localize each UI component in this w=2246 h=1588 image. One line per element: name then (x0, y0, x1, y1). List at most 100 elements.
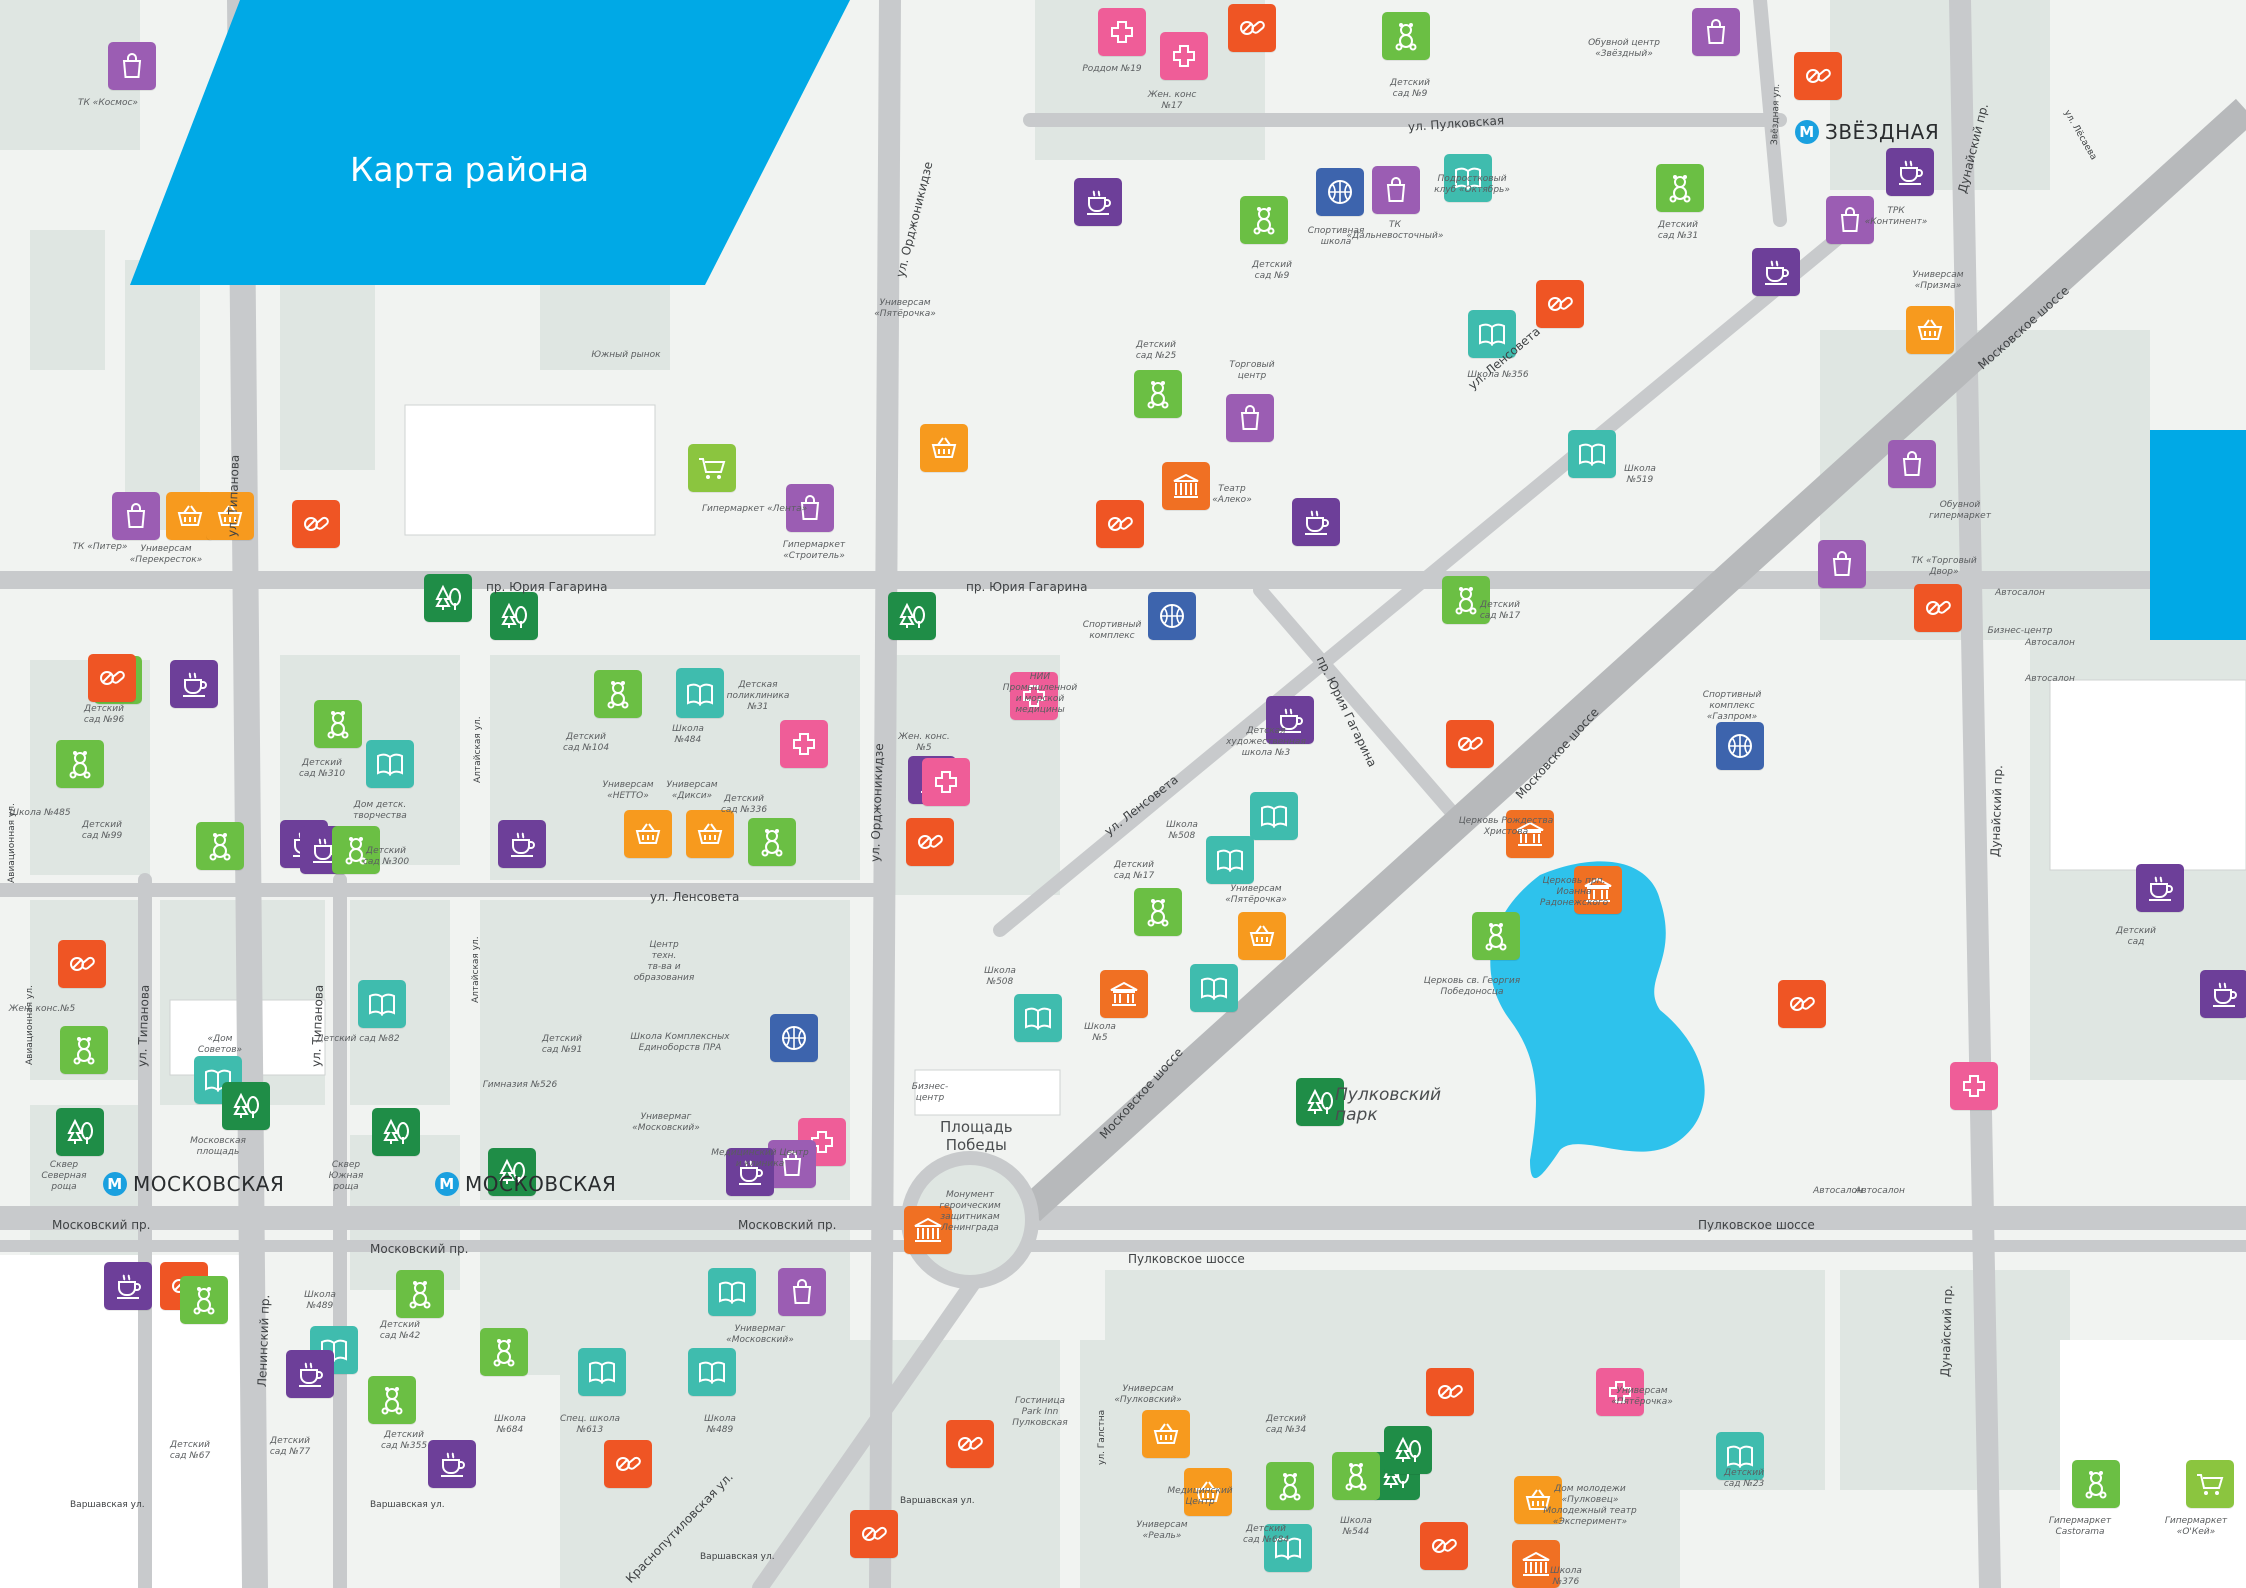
medical-cross-marker[interactable] (1950, 1062, 1998, 1110)
pharmacy-marker[interactable] (58, 940, 106, 988)
coffee-cup-marker[interactable] (2136, 864, 2184, 912)
tree-marker[interactable] (488, 1148, 536, 1196)
basket-marker[interactable] (1184, 1468, 1232, 1516)
shopping-bag-marker[interactable] (1692, 8, 1740, 56)
tree-marker[interactable] (1296, 1078, 1344, 1126)
pharmacy-marker[interactable] (946, 1420, 994, 1468)
coffee-cup-marker[interactable] (104, 1262, 152, 1310)
shopping-cart-marker[interactable] (2186, 1460, 2234, 1508)
teddy-bear-marker[interactable] (332, 826, 380, 874)
shopping-bag-marker[interactable] (1226, 394, 1274, 442)
pharmacy-marker[interactable] (1794, 52, 1842, 100)
coffee-cup-marker[interactable] (1886, 148, 1934, 196)
pharmacy-marker[interactable] (604, 1440, 652, 1488)
shopping-bag-marker[interactable] (778, 1268, 826, 1316)
metro-station-zvezdnaya[interactable]: M ЗВЁЗДНАЯ (1795, 120, 1939, 144)
shopping-bag-marker[interactable] (1826, 196, 1874, 244)
book-marker[interactable] (688, 1348, 736, 1396)
teddy-bear-marker[interactable] (1332, 1452, 1380, 1500)
teddy-bear-marker[interactable] (1134, 370, 1182, 418)
basket-marker[interactable] (1142, 1410, 1190, 1458)
shopping-bag-marker[interactable] (1372, 166, 1420, 214)
book-marker[interactable] (366, 740, 414, 788)
pharmacy-marker[interactable] (1426, 1368, 1474, 1416)
pharmacy-marker[interactable] (1914, 584, 1962, 632)
pharmacy-marker[interactable] (88, 654, 136, 702)
coffee-cup-marker[interactable] (1292, 498, 1340, 546)
teddy-bear-marker[interactable] (1382, 12, 1430, 60)
pharmacy-marker[interactable] (906, 818, 954, 866)
coffee-cup-marker[interactable] (1266, 696, 1314, 744)
pharmacy-marker[interactable] (850, 1510, 898, 1558)
basketball-marker[interactable] (770, 1014, 818, 1062)
book-marker[interactable] (1468, 310, 1516, 358)
book-marker[interactable] (1206, 836, 1254, 884)
teddy-bear-marker[interactable] (60, 1026, 108, 1074)
medical-cross-marker[interactable] (922, 758, 970, 806)
pharmacy-marker[interactable] (1446, 720, 1494, 768)
basketball-marker[interactable] (1148, 592, 1196, 640)
church-marker[interactable] (1574, 866, 1622, 914)
teddy-bear-marker[interactable] (1472, 912, 1520, 960)
shopping-bag-marker[interactable] (108, 42, 156, 90)
medical-cross-marker[interactable] (780, 720, 828, 768)
basketball-marker[interactable] (1316, 168, 1364, 216)
church-marker[interactable] (1100, 970, 1148, 1018)
book-marker[interactable] (708, 1268, 756, 1316)
tree-marker[interactable] (372, 1108, 420, 1156)
basketball-marker[interactable] (1716, 722, 1764, 770)
shopping-bag-marker[interactable] (1888, 440, 1936, 488)
shopping-bag-marker[interactable] (1818, 540, 1866, 588)
coffee-cup-marker[interactable] (286, 1350, 334, 1398)
medical-cross-marker[interactable] (1160, 32, 1208, 80)
pharmacy-marker[interactable] (1096, 500, 1144, 548)
teddy-bear-marker[interactable] (1134, 888, 1182, 936)
teddy-bear-marker[interactable] (594, 670, 642, 718)
tree-marker[interactable] (222, 1082, 270, 1130)
book-marker[interactable] (1716, 1432, 1764, 1480)
basket-marker[interactable] (1238, 912, 1286, 960)
tree-marker[interactable] (424, 574, 472, 622)
book-marker[interactable] (1250, 792, 1298, 840)
teddy-bear-marker[interactable] (56, 740, 104, 788)
book-marker[interactable] (358, 980, 406, 1028)
pharmacy-marker[interactable] (1420, 1522, 1468, 1570)
shopping-cart-marker[interactable] (688, 444, 736, 492)
book-marker[interactable] (1444, 154, 1492, 202)
basket-marker[interactable] (1514, 1476, 1562, 1524)
coffee-cup-marker[interactable] (498, 820, 546, 868)
metro-station-moskovskaya-east[interactable]: M МОСКОВСКАЯ (435, 1172, 616, 1196)
coffee-cup-marker[interactable] (1074, 178, 1122, 226)
teddy-bear-marker[interactable] (480, 1328, 528, 1376)
book-marker[interactable] (1190, 964, 1238, 1012)
pharmacy-marker[interactable] (1228, 4, 1276, 52)
teddy-bear-marker[interactable] (396, 1270, 444, 1318)
pharmacy-marker[interactable] (1778, 980, 1826, 1028)
book-marker[interactable] (1568, 430, 1616, 478)
shopping-bag-marker[interactable] (112, 492, 160, 540)
shopping-bag-marker[interactable] (786, 484, 834, 532)
medical-cross-marker[interactable] (1596, 1368, 1644, 1416)
museum-marker[interactable] (1512, 1540, 1560, 1588)
medical-cross-marker[interactable] (1010, 672, 1058, 720)
pharmacy-marker[interactable] (292, 500, 340, 548)
book-marker[interactable] (676, 670, 724, 718)
teddy-bear-marker[interactable] (314, 700, 362, 748)
basket-marker[interactable] (206, 492, 254, 540)
teddy-bear-marker[interactable] (1240, 196, 1288, 244)
tree-marker[interactable] (56, 1108, 104, 1156)
book-marker[interactable] (578, 1348, 626, 1396)
coffee-cup-marker[interactable] (726, 1148, 774, 1196)
coffee-cup-marker[interactable] (170, 660, 218, 708)
shopping-bag-marker[interactable] (768, 1140, 816, 1188)
coffee-cup-marker[interactable] (428, 1440, 476, 1488)
church-marker[interactable] (1506, 810, 1554, 858)
museum-marker[interactable] (904, 1206, 952, 1254)
metro-station-moskovskaya-west[interactable]: M МОСКОВСКАЯ (103, 1172, 284, 1196)
pharmacy-marker[interactable] (1536, 280, 1584, 328)
book-marker[interactable] (1014, 994, 1062, 1042)
teddy-bear-marker[interactable] (196, 822, 244, 870)
teddy-bear-marker[interactable] (2072, 1460, 2120, 1508)
coffee-cup-marker[interactable] (1752, 248, 1800, 296)
teddy-bear-marker[interactable] (1656, 164, 1704, 212)
